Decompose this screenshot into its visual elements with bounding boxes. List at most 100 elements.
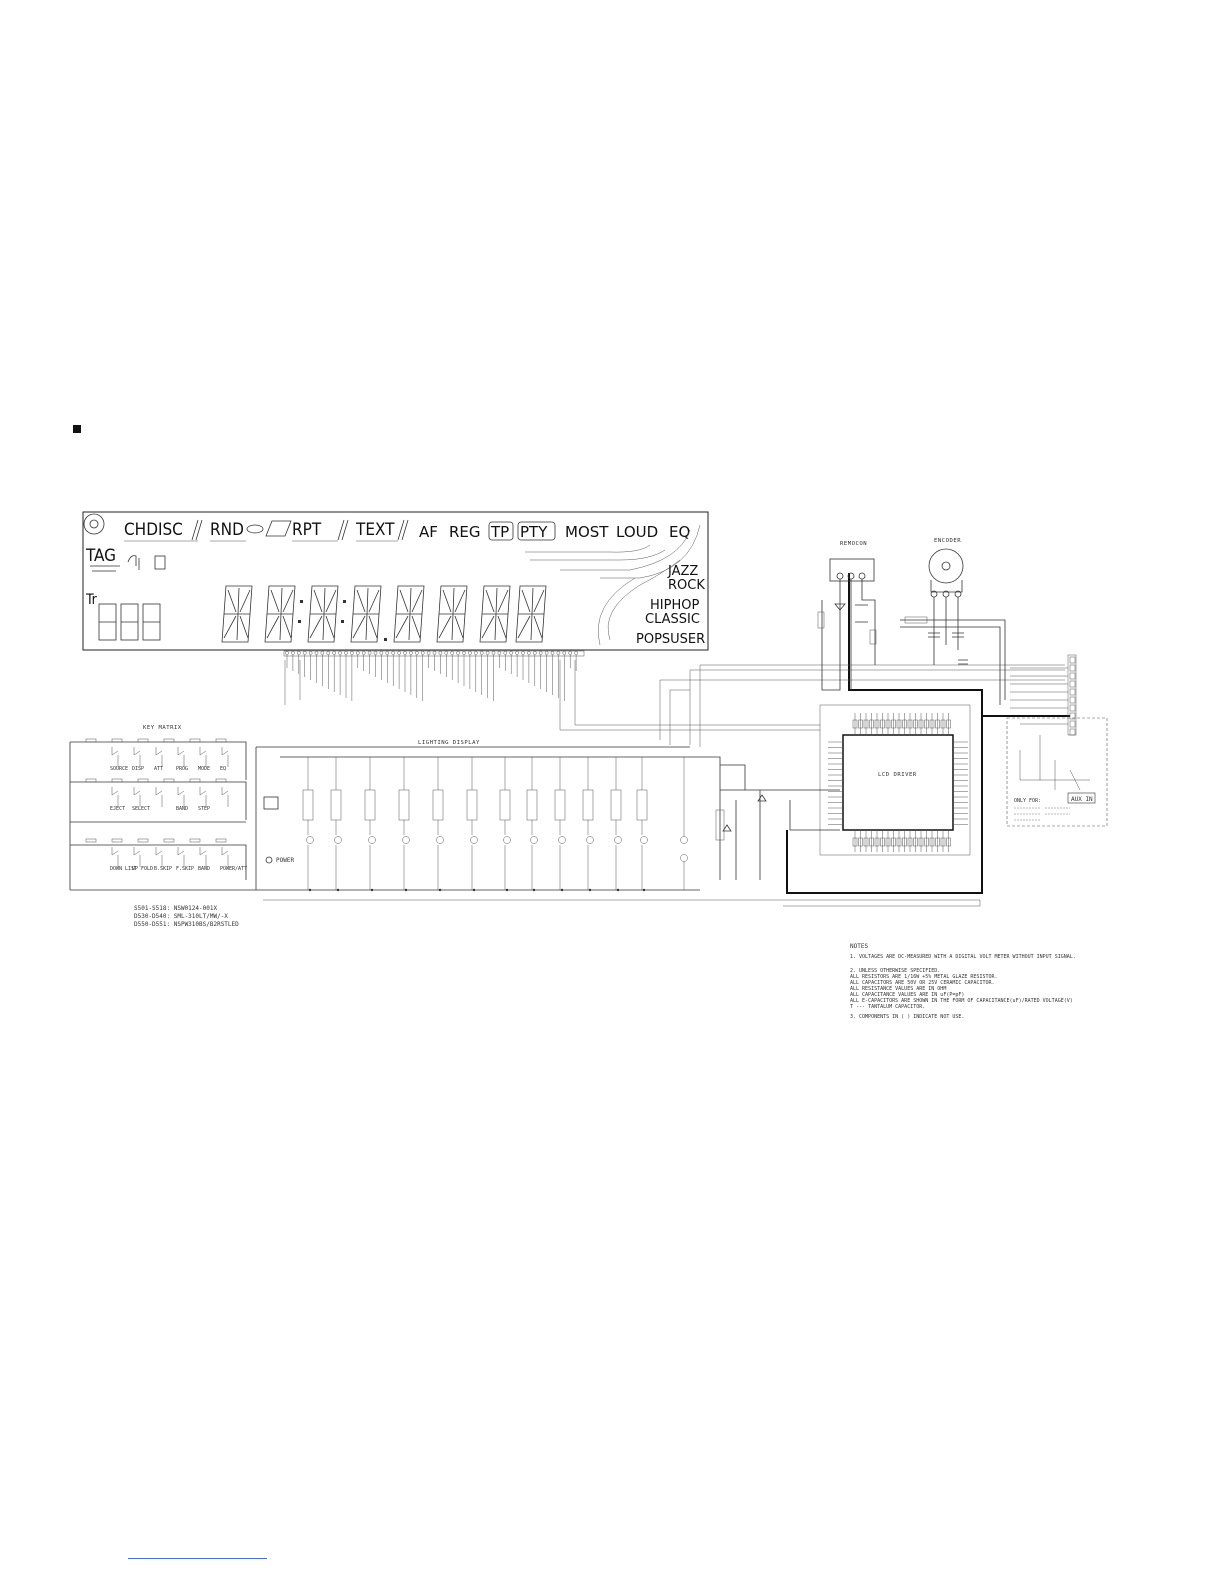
- key-label: ATT: [154, 766, 163, 772]
- led-icon: [402, 836, 410, 844]
- lcd-popsuser: POPSUSER: [636, 632, 705, 647]
- led-channel: [302, 757, 314, 892]
- key-switch: ATT: [154, 747, 163, 772]
- key-switch: PROG: [176, 747, 188, 772]
- key-label: SELECT: [132, 806, 150, 812]
- music-note-icon: [127, 555, 140, 570]
- key-switch: EJECT: [110, 787, 125, 812]
- lighting-title: LIGHTING DISPLAY: [418, 740, 480, 746]
- lcd-rock: ROCK: [668, 578, 705, 593]
- lcd-most: MOST: [565, 523, 609, 541]
- aux-in-label: AUX IN: [1071, 796, 1093, 803]
- led-icon: [503, 836, 511, 844]
- lcd-text: TEXT: [355, 520, 395, 540]
- encoder-knob-icon: [928, 548, 964, 584]
- lcd-af: AF: [419, 523, 438, 541]
- key-label: UP FOLD: [132, 866, 153, 872]
- led-icon: [680, 854, 688, 862]
- lcd-driver-title: LCD DRIVER: [878, 772, 917, 778]
- key-switch: UP FOLD: [132, 847, 153, 872]
- key-switch: F.SKIP: [176, 847, 194, 872]
- part-line-2: D530-D540: SML-310LT/MW/-X: [134, 913, 228, 920]
- folder-icon: [265, 520, 292, 537]
- part-line-1: S501-S518: NSW0124-001X: [134, 905, 217, 912]
- key-switch: BAND: [198, 847, 210, 872]
- led-icon: [470, 836, 478, 844]
- lcd-chdisc: CHDISC: [124, 520, 183, 540]
- led-icon: [368, 836, 376, 844]
- lcd-reg: REG: [449, 523, 481, 541]
- key-switch: [221, 787, 229, 807]
- note-line-9: 3. COMPONENTS IN ( ) INDICATE NOT USE.: [850, 1014, 964, 1020]
- power-led-icon: [265, 856, 273, 864]
- key-switch: BAND: [176, 787, 188, 812]
- key-label: EJECT: [110, 806, 125, 812]
- note-line-3: ALL RESISTORS ARE 1/16W +5% METAL GLAZE …: [850, 974, 998, 980]
- part-line-3: D550-D551: NSPW310BS/B2RSTLED: [134, 921, 239, 928]
- key-switch: B.SKIP: [154, 847, 172, 872]
- led-channel: [636, 757, 648, 892]
- section-bullet: [73, 425, 81, 433]
- key-label: DISP: [132, 766, 144, 772]
- led-channel: [398, 757, 410, 892]
- key-label: BAND: [176, 806, 188, 812]
- note-line-2: 2. UNLESS OTHERWISE SPECIFIED.: [850, 968, 940, 974]
- note-line-4: ALL CAPACITORS ARE 50V OR 25V CERAMIC CA…: [850, 980, 995, 986]
- notes: NOTES 1. VOLTAGES ARE DC-MEASURED WITH A…: [850, 943, 1076, 1020]
- led-icon: [558, 836, 566, 844]
- lcd-pty: PTY: [520, 523, 548, 541]
- lcd-tag: TAG: [85, 546, 116, 566]
- cd-icon: [246, 524, 264, 534]
- parts-list: S501-S518: NSW0124-001X D530-D540: SML-3…: [134, 905, 239, 928]
- lcd-driver: LCD DRIVER: [819, 704, 971, 856]
- led-icon: [640, 836, 648, 844]
- lcd-rnd: RND: [210, 520, 244, 540]
- key-label: B.SKIP: [154, 866, 172, 872]
- lcd-tr: Tr: [85, 592, 98, 608]
- key-switch: [155, 787, 163, 807]
- note-line-6: ALL CAPACITANCE VALUES ARE IN uF(P=pF): [850, 992, 964, 998]
- key-label: BAND: [198, 866, 210, 872]
- led-icon: [334, 836, 342, 844]
- key-label: MODE: [198, 766, 210, 772]
- key-label: SOURCE: [110, 766, 128, 772]
- led-channel: [432, 757, 444, 892]
- led-channel: [582, 757, 594, 892]
- note-line-1: 1. VOLTAGES ARE DC-MEASURED WITH A DIGIT…: [850, 954, 1076, 960]
- key-switch: DISP: [132, 747, 144, 772]
- disc-logo-icon: [83, 513, 105, 535]
- key-label: PROG: [176, 766, 188, 772]
- remocon-title: REMOCON: [840, 541, 867, 547]
- led-channel: [364, 757, 376, 892]
- led-icon: [614, 836, 622, 844]
- note-line-5: ALL RESISTANCE VALUES ARE IN OHM: [850, 986, 946, 992]
- lcd-eq: EQ: [669, 523, 690, 541]
- key-switch: EQ: [220, 747, 229, 772]
- led-icon: [530, 836, 538, 844]
- connector: [1010, 654, 1077, 736]
- led-icon: [436, 836, 444, 844]
- led-channel: [610, 757, 622, 892]
- track-digits: [98, 603, 161, 641]
- encoder-title: ENCODER: [934, 538, 961, 544]
- lcd-classic: CLASSIC: [645, 612, 700, 627]
- key-label: POWER/ATT: [220, 866, 247, 872]
- aux-in-block: AUX IN ONLY FOR:: [1006, 717, 1108, 827]
- remocon: REMOCON: [817, 541, 877, 691]
- led-channel: [330, 757, 342, 892]
- lcd-loud: LOUD: [616, 523, 658, 541]
- note-line-8: T --- TANTALUM CAPACITOR.: [850, 1004, 925, 1010]
- key-switch: SOURCE: [110, 747, 128, 772]
- note-line-7: ALL E-CAPACITORS ARE SHOWN IN THE FORM O…: [850, 998, 1073, 1004]
- key-switch: DOWN LIST: [110, 847, 137, 872]
- led-channel: [466, 757, 478, 892]
- lcd-tp: TP: [490, 523, 509, 541]
- lcd-hiphop: HIPHOP: [650, 598, 699, 613]
- led-channel: [554, 757, 566, 892]
- led-channel: [499, 757, 511, 892]
- power-label: POWER: [276, 857, 294, 864]
- encoder: ENCODER: [900, 538, 1006, 705]
- led-icon: [680, 836, 688, 844]
- led-channel: [526, 757, 538, 892]
